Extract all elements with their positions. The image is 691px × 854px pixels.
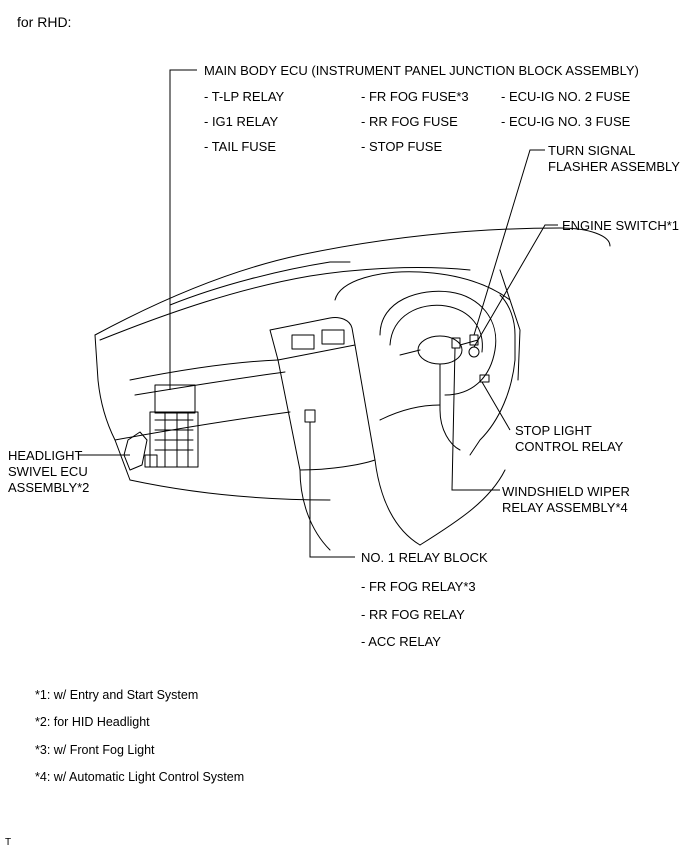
engine-switch-shape <box>468 346 480 358</box>
ecu-item-stop-fuse: - STOP FUSE <box>361 139 443 154</box>
relay-block-shape <box>304 409 316 423</box>
leader-engine-switch <box>473 224 558 348</box>
left-dash-edge <box>94 334 131 481</box>
meter-hood <box>334 271 511 301</box>
center-stack-bottom <box>299 459 376 471</box>
headlight-ecu-label-2: SWIVEL ECU <box>8 464 88 479</box>
center-vents <box>269 317 356 361</box>
leader-relay-block <box>309 422 355 558</box>
wiper-relay-shape <box>451 337 461 349</box>
turn-signal-label-1: TURN SIGNAL <box>548 143 636 158</box>
footnote-2: *2: for HID Headlight <box>35 715 150 729</box>
console <box>299 459 421 551</box>
page-title: for RHD: <box>17 14 72 30</box>
lower-dash-line <box>129 359 279 381</box>
windshield-edge <box>94 227 611 336</box>
steering-wheel-inner <box>389 304 483 353</box>
main-body-ecu-block <box>149 411 199 468</box>
relay-item-fr-fog: - FR FOG RELAY*3 <box>361 579 476 594</box>
footnote-4: *4: w/ Automatic Light Control System <box>35 770 245 784</box>
relay-block-label: NO. 1 RELAY BLOCK <box>361 550 488 565</box>
leader-stop-light <box>481 381 511 431</box>
main-body-ecu-top <box>154 384 196 414</box>
right-dash-side <box>499 269 521 381</box>
steering-column <box>439 363 461 451</box>
headlight-ecu-label-1: HEADLIGHT <box>8 448 83 463</box>
leader-wiper-relay <box>451 347 500 491</box>
ecu-item-ig1-relay: - IG1 RELAY <box>204 114 279 129</box>
defroster-vent <box>169 261 351 306</box>
glovebox-bottom <box>114 411 291 441</box>
ecu-item-tail-fuse: - TAIL FUSE <box>204 139 276 154</box>
footnote-3: *3: w/ Front Fog Light <box>35 743 155 757</box>
turn-signal-label-2: FLASHER ASSEMBLY <box>548 159 680 174</box>
steering-spokes <box>399 339 479 356</box>
glovebox-top <box>134 371 286 396</box>
ecu-item-fr-fog-fuse: - FR FOG FUSE*3 <box>361 89 469 104</box>
relay-item-acc: - ACC RELAY <box>361 634 441 649</box>
ecu-item-rr-fog-fuse: - RR FOG FUSE <box>361 114 458 129</box>
knee-panel <box>379 404 441 421</box>
headlight-ecu-label-3: ASSEMBLY*2 <box>8 480 90 495</box>
corner-mark: T <box>5 837 12 848</box>
stop-light-label-2: CONTROL RELAY <box>515 439 624 454</box>
right-lower-dash <box>469 359 516 456</box>
relay-item-rr-fog: - RR FOG RELAY <box>361 607 465 622</box>
center-vent-left <box>291 334 315 350</box>
ecu-item-t-lp-relay: - T-LP RELAY <box>204 89 285 104</box>
main-body-ecu-connector <box>144 454 158 468</box>
main-body-ecu-cells <box>154 411 194 468</box>
footnote-1: *1: w/ Entry and Start System <box>35 688 199 702</box>
ecu-item-ecu-ig-no2: - ECU-IG NO. 2 FUSE <box>501 89 631 104</box>
meter-hood-side <box>499 294 516 361</box>
ecu-item-ecu-ig-no3: - ECU-IG NO. 3 FUSE <box>501 114 631 129</box>
floor-right <box>419 469 506 546</box>
stop-light-label-1: STOP LIGHT <box>515 423 592 438</box>
center-stack-sides <box>277 344 376 471</box>
engine-switch-label: ENGINE SWITCH*1 <box>562 218 680 233</box>
floor-left <box>129 479 331 501</box>
stop-light-relay-shape <box>479 374 490 383</box>
wiper-relay-label-2: RELAY ASSEMBLY*4 <box>502 500 628 515</box>
wiper-relay-label-1: WINDSHIELD WIPER <box>502 484 630 499</box>
center-vent-right <box>321 329 345 345</box>
leader-turn-signal <box>473 149 545 336</box>
main-body-ecu-label: MAIN BODY ECU (INSTRUMENT PANEL JUNCTION… <box>204 63 639 78</box>
dash-top-line <box>99 267 471 341</box>
leader-main-body-ecu <box>169 69 197 390</box>
